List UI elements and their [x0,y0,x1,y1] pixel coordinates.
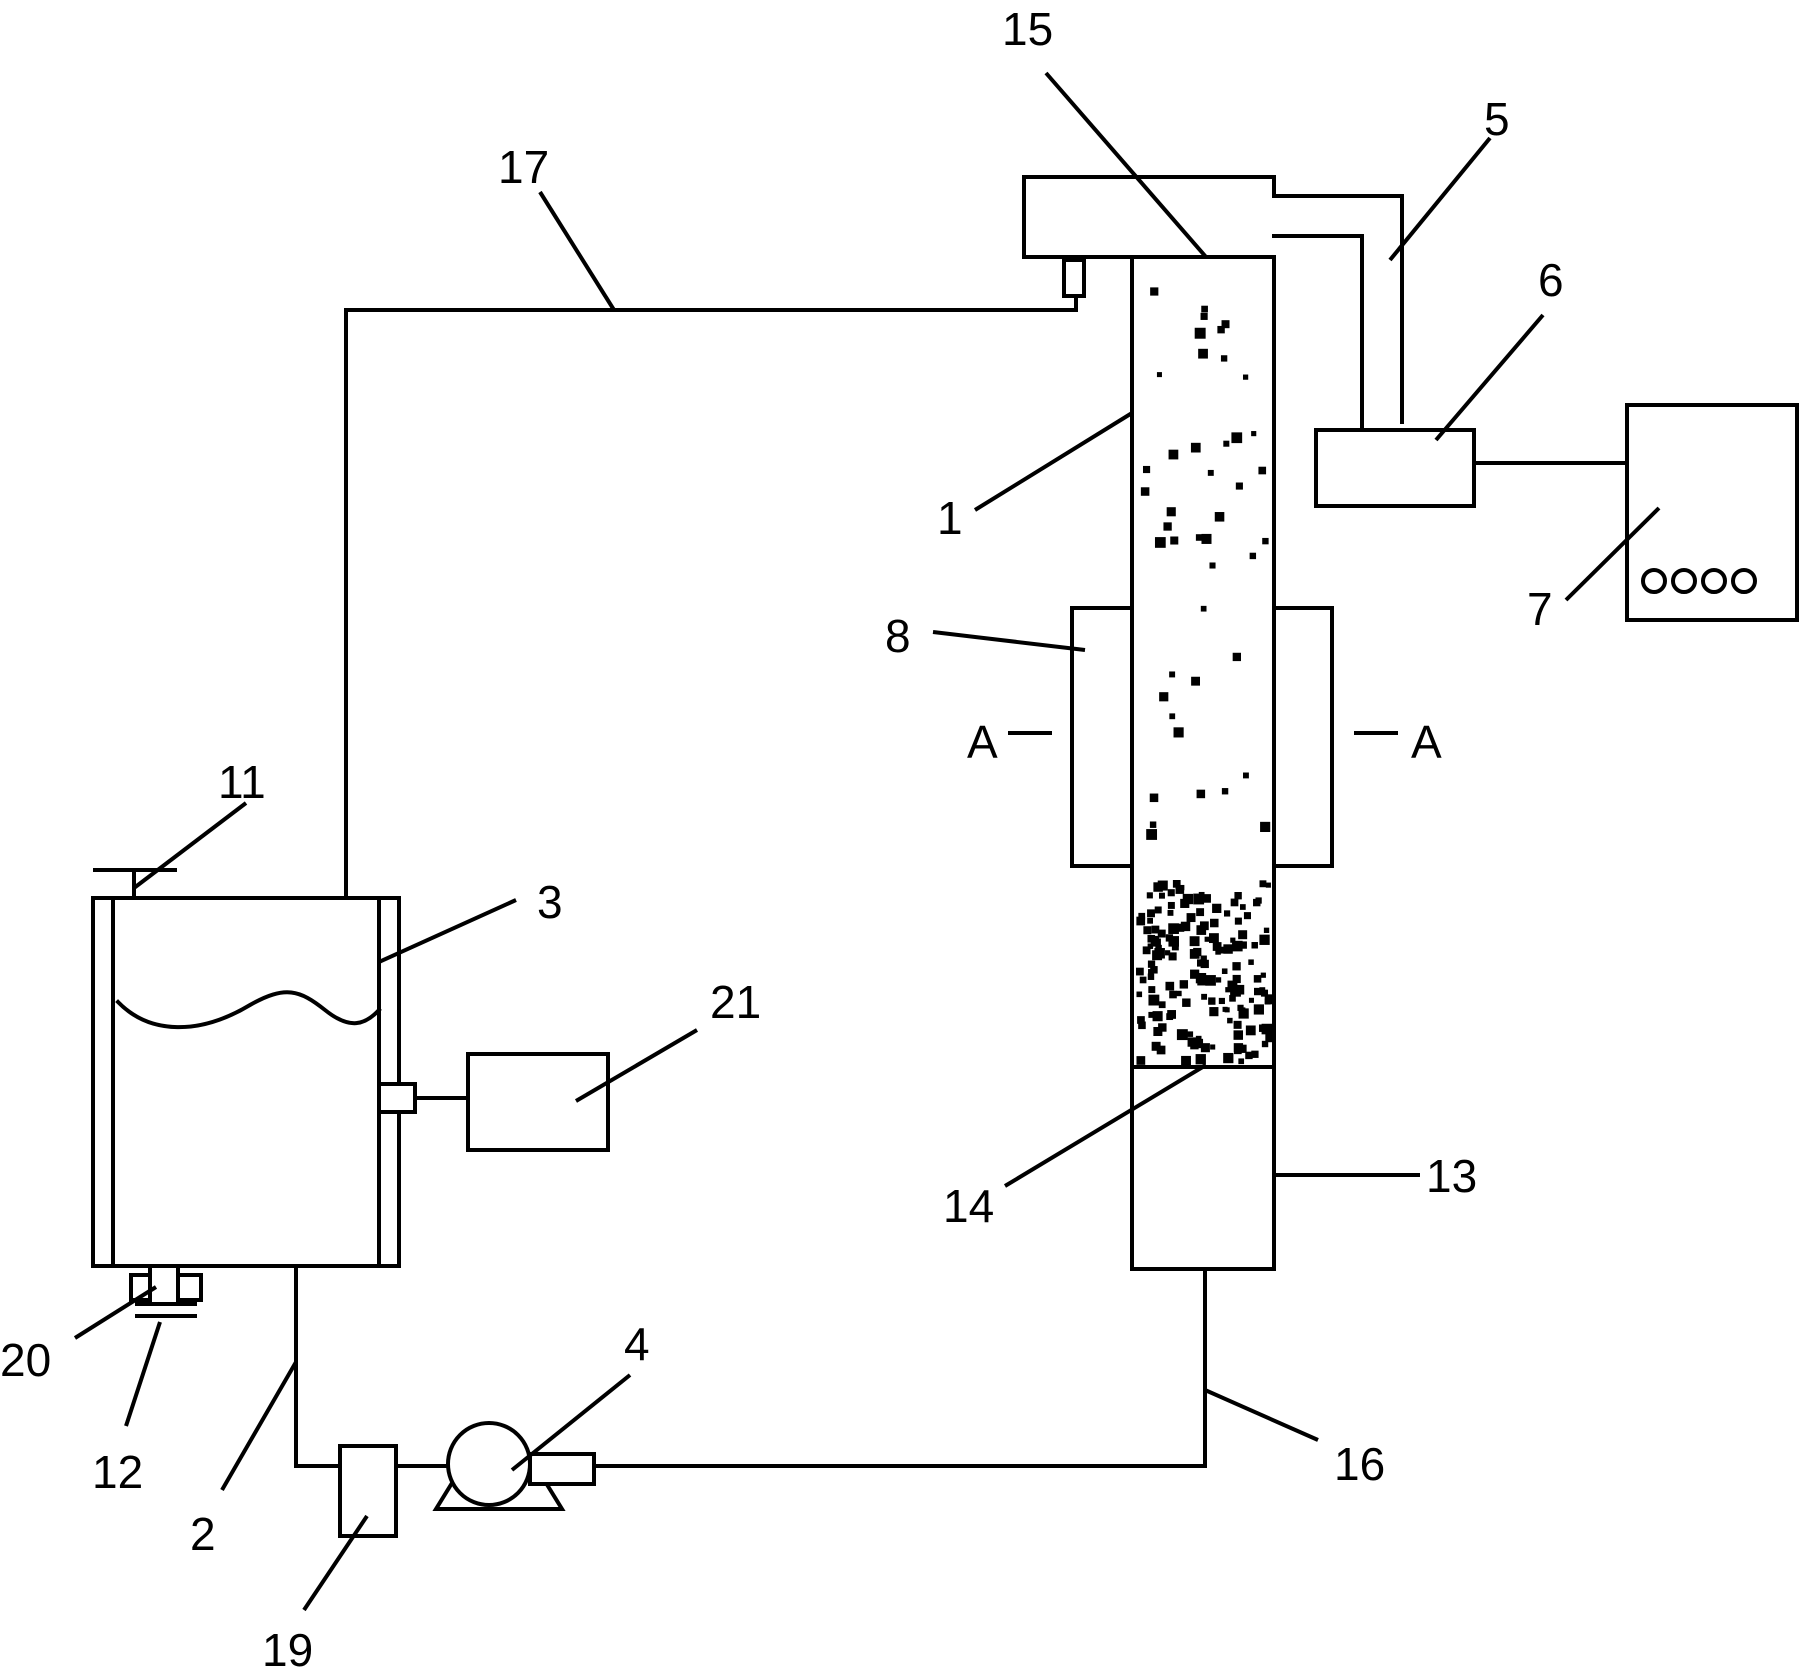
return-pipe [344,294,1078,900]
label-3: 3 [537,876,563,928]
drain-valve [129,1264,203,1318]
label-8: 8 [885,610,911,662]
pump [432,1421,596,1511]
separator [1314,428,1476,508]
section-label-right: A [1411,716,1442,768]
label-1: 1 [937,492,963,544]
heating-jacket-right [1272,606,1334,868]
top-cap [1022,175,1404,424]
label-17: 17 [498,141,549,193]
catalyst-particles [1136,287,1275,1066]
label-21: 21 [710,976,761,1028]
label-7: 7 [1527,583,1553,635]
liquid-surface [115,990,382,1030]
label-19: 19 [262,1624,313,1672]
sensor-port [377,1082,417,1114]
outlet-nozzle [1062,258,1086,298]
monitor-box [466,1052,610,1152]
outlet-pipe [294,1264,342,1468]
heating-jacket-left [1070,606,1134,868]
label-5: 5 [1484,93,1510,145]
section-label-left: A [967,716,998,768]
label-11: 11 [218,756,266,808]
label-14: 14 [943,1180,994,1232]
filter [338,1444,398,1538]
label-6: 6 [1538,254,1564,306]
leader-lines [73,71,1661,1612]
label-2: 2 [190,1508,216,1560]
label-12: 12 [92,1446,143,1498]
bottom-chamber [1130,1065,1276,1271]
inlet-valve [93,868,177,900]
indicator-lights [1641,568,1757,594]
storage-tank [91,896,401,1268]
label-4: 4 [624,1318,650,1370]
label-16: 16 [1334,1438,1385,1490]
label-20: 20 [0,1334,51,1386]
gas-outlet-pipe [1272,234,1364,432]
feed-pipe [592,1267,1207,1468]
label-13: 13 [1426,1150,1477,1202]
reaction-column [1130,255,1276,1069]
label-15: 15 [1002,3,1053,55]
